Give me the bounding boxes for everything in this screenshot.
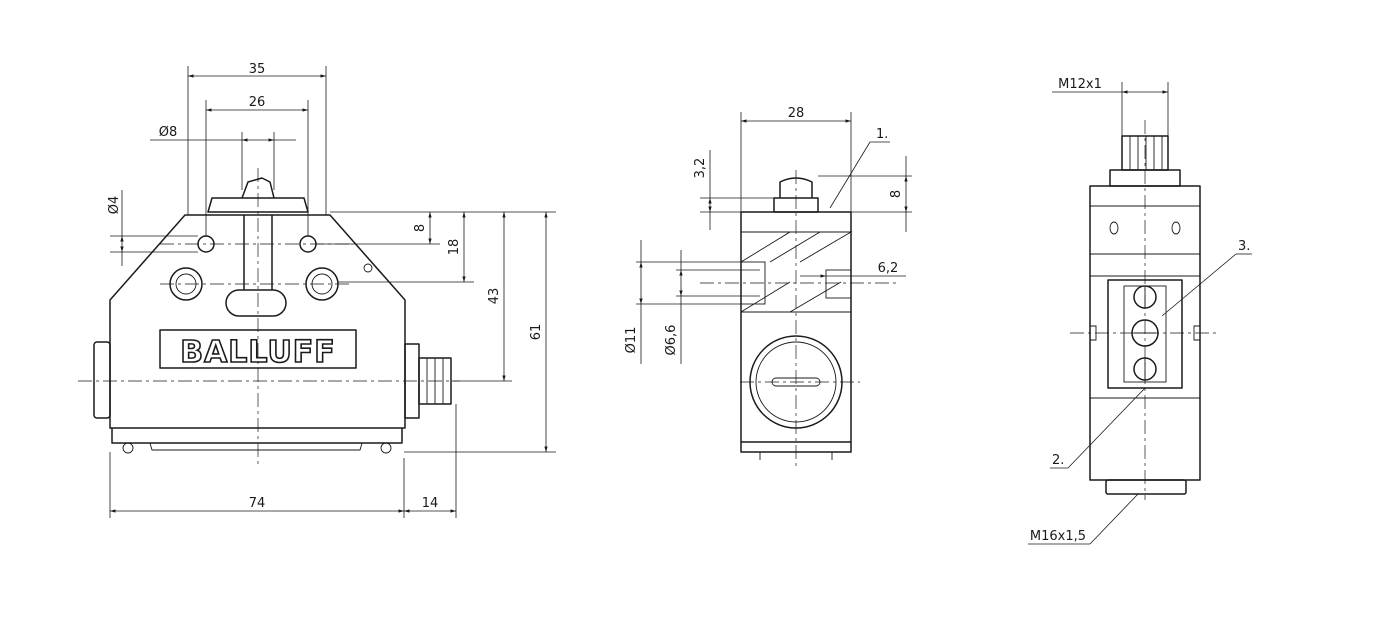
dim-8-side: 8 (889, 190, 904, 198)
dim-43: 43 (487, 288, 502, 305)
dim-diameter-6-6: Ø6,6 (664, 325, 679, 356)
dim-plunger-diameter: Ø8 (159, 125, 178, 140)
dim-14: 14 (422, 496, 439, 511)
dim-26: 26 (249, 95, 266, 110)
dim-8-front: 8 (413, 224, 428, 232)
dim-61: 61 (529, 324, 544, 341)
brand-logo: BALLUFF (180, 335, 336, 370)
dim-35: 35 (249, 62, 266, 77)
front-view: BALLUFF 35 26 Ø8 Ø4 (78, 62, 556, 518)
dim-18: 18 (447, 239, 462, 256)
top-cap (207, 197, 309, 213)
bottom-plug (1105, 479, 1187, 495)
thread-top: M12x1 (1058, 77, 1102, 92)
housing-outline (109, 214, 406, 429)
dim-diameter-11: Ø11 (624, 327, 639, 354)
end-view: M12x1 3. 2. M16x1,5 (1028, 77, 1252, 545)
thread-bottom: M16x1,5 (1030, 529, 1086, 544)
callout-3: 3. (1238, 239, 1250, 254)
plunger (241, 177, 275, 199)
side-body (740, 211, 852, 443)
dim-6-2: 6,2 (878, 261, 899, 276)
side-view: 28 3,2 8 6,2 Ø11 Ø6,6 1. (624, 106, 912, 470)
dim-28: 28 (788, 106, 805, 121)
callout-1: 1. (876, 127, 888, 142)
slot-opening (225, 289, 287, 317)
left-plug (93, 341, 111, 419)
dim-74: 74 (249, 496, 266, 511)
dim-hole-diameter: Ø4 (107, 196, 122, 215)
dim-3-2: 3,2 (693, 158, 708, 179)
base-plate (111, 428, 403, 444)
callout-2: 2. (1052, 453, 1064, 468)
